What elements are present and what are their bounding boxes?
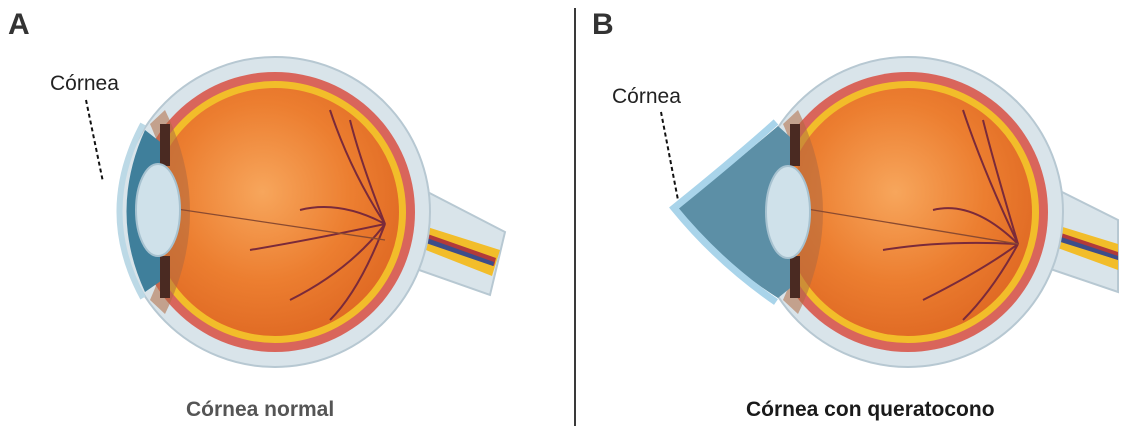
- caption-normal: Córnea normal: [186, 398, 334, 422]
- iris-upper: [160, 124, 170, 166]
- iris-lower: [790, 256, 800, 298]
- cornea-label-a: Córnea: [50, 72, 119, 96]
- lens: [136, 164, 180, 256]
- iris-lower: [160, 256, 170, 298]
- panel-keratoconus: B: [578, 0, 1125, 426]
- caption-keratoconus: Córnea con queratocono: [746, 398, 995, 422]
- normal-eye-illustration: [0, 0, 570, 426]
- cornea-pointer: [86, 100, 103, 182]
- cornea-label-b: Córnea: [612, 85, 681, 109]
- panel-divider: [574, 8, 576, 426]
- keratoconus-eye-illustration: [578, 0, 1125, 426]
- panel-normal-cornea: A: [0, 0, 570, 426]
- cornea-pointer: [661, 112, 678, 200]
- iris-upper: [790, 124, 800, 166]
- lens: [766, 166, 810, 258]
